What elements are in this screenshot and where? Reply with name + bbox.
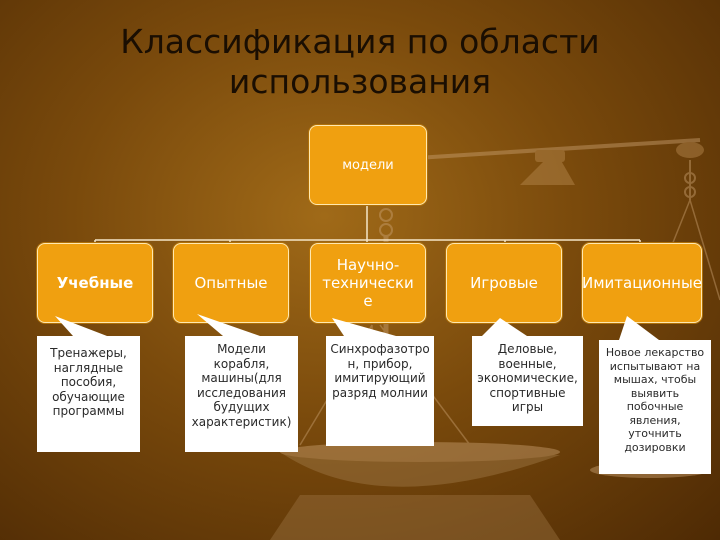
callout-text: Деловые, военные, экономические, спортив… bbox=[477, 342, 578, 414]
callout-text: Синхрофазотрон, прибор, имитирующий разр… bbox=[330, 342, 430, 400]
callout-pointer bbox=[619, 316, 659, 340]
page-title: Классификация по области использования bbox=[60, 22, 660, 102]
callout-pointer bbox=[332, 318, 396, 336]
category-box-experimental: Опытные bbox=[173, 243, 289, 323]
callout-scientific-technical: Синхрофазотрон, прибор, имитирующий разр… bbox=[326, 318, 434, 446]
callout-pointer bbox=[197, 314, 260, 336]
category-label: Имитационные bbox=[581, 274, 703, 292]
callout-pointer bbox=[482, 318, 527, 336]
root-node-models: модели bbox=[309, 125, 427, 205]
category-label: Опытные bbox=[194, 274, 268, 292]
callout-simulation: Новое лекарство испытывают на мышах, что… bbox=[599, 316, 711, 474]
callout-educational: Тренажеры, наглядные пособия, обучающие … bbox=[37, 316, 140, 452]
callout-text: Новое лекарство испытывают на мышах, что… bbox=[605, 346, 705, 454]
category-label: Научно-технические bbox=[322, 256, 414, 310]
title-line-1: Классификация по области bbox=[120, 22, 600, 61]
callout-text: Модели корабля, машины(для исследования … bbox=[191, 342, 292, 429]
category-label: Учебные bbox=[56, 274, 134, 292]
callout-experimental: Модели корабля, машины(для исследования … bbox=[185, 314, 298, 452]
category-box-educational: Учебные bbox=[37, 243, 153, 323]
callout-pointer bbox=[55, 316, 107, 336]
category-box-scientific-technical: Научно-технические bbox=[310, 243, 426, 323]
callout-game: Деловые, военные, экономические, спортив… bbox=[472, 318, 583, 426]
category-box-game: Игровые bbox=[446, 243, 562, 323]
category-box-simulation: Имитационные bbox=[582, 243, 702, 323]
category-label: Игровые bbox=[470, 274, 538, 292]
callout-text: Тренажеры, наглядные пособия, обучающие … bbox=[50, 346, 127, 418]
root-node-label: модели bbox=[342, 157, 394, 173]
title-line-2: использования bbox=[228, 62, 492, 101]
